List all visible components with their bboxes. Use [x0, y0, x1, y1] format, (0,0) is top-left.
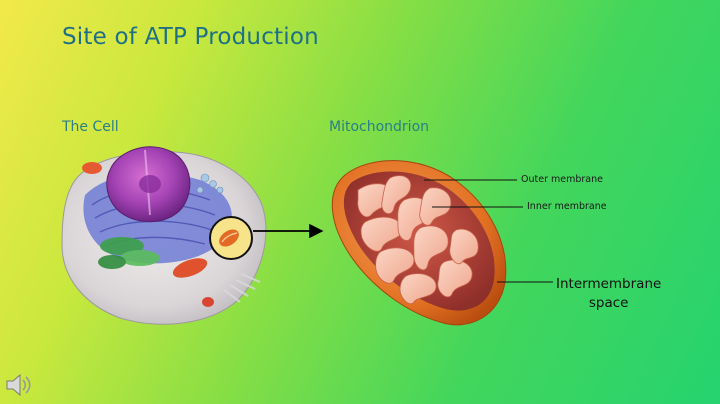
cell-label: The Cell [62, 119, 119, 135]
intermembrane-space-callout: Intermembrane space [556, 275, 661, 313]
intermembrane-line1: Intermembrane [556, 276, 662, 292]
golgi-apparatus [98, 237, 160, 269]
mitochondrion-label: Mitochondrion [329, 119, 430, 135]
slide-title: Site of ATP Production [62, 24, 319, 50]
inner-membrane-callout: Inner membrane [527, 201, 607, 212]
mitochondrion-illustration [331, 160, 507, 326]
cell-illustration [61, 146, 267, 325]
outer-membrane-callout: Outer membrane [521, 174, 603, 185]
speaker-icon[interactable] [4, 372, 34, 398]
intermembrane-line2: space [588, 295, 629, 311]
